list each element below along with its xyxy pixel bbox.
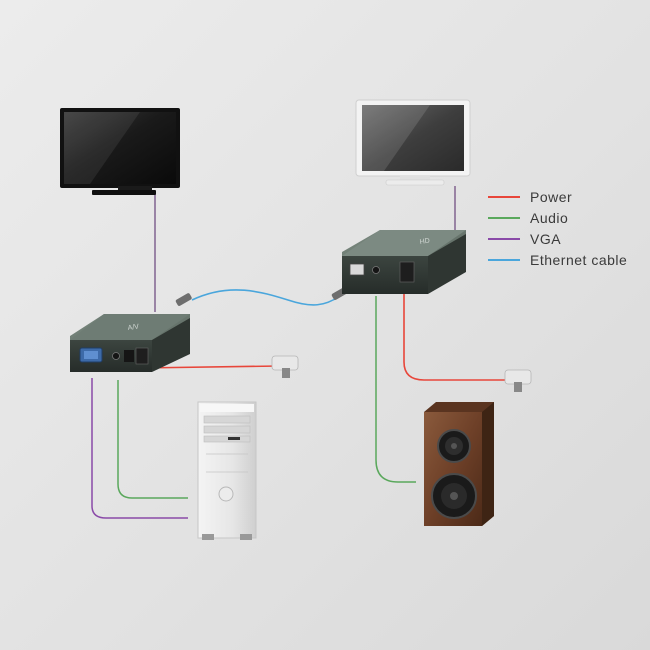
power-cable-receiver xyxy=(403,292,505,381)
legend-item-vga: VGA xyxy=(488,228,648,249)
legend-item-ethernet: Ethernet cable xyxy=(488,249,648,270)
ethernet-cable xyxy=(191,289,341,306)
legend-label-ethernet: Ethernet cable xyxy=(530,251,628,268)
desktop-computer xyxy=(197,401,257,540)
legend-label-power: Power xyxy=(530,188,573,205)
audio-cable-speaker xyxy=(375,296,416,483)
power-plug-left xyxy=(271,355,299,378)
left-monitor xyxy=(60,108,180,195)
vga-cable-pc xyxy=(91,378,188,519)
power-plug-right xyxy=(504,369,532,392)
cable-legend: Power Audio VGA Ethernet cable xyxy=(488,186,648,270)
legend-swatch-ethernet xyxy=(488,258,520,261)
audio-cable-pc xyxy=(117,380,188,499)
receiver-box: HD xyxy=(342,230,466,294)
legend-item-audio: Audio xyxy=(488,207,648,228)
transmitter-box: A/V xyxy=(70,314,190,372)
ethernet-plug-left xyxy=(175,293,192,306)
legend-item-power: Power xyxy=(488,186,648,207)
speaker xyxy=(424,402,494,526)
legend-swatch-vga xyxy=(488,237,520,240)
power-cable-transmitter xyxy=(139,365,281,369)
legend-swatch-audio xyxy=(488,216,520,219)
legend-label-audio: Audio xyxy=(530,209,569,226)
svg-text:A/V: A/V xyxy=(127,323,139,332)
svg-text:HD: HD xyxy=(419,238,430,246)
legend-label-vga: VGA xyxy=(530,230,562,247)
legend-swatch-power xyxy=(488,195,520,198)
right-monitor xyxy=(355,99,471,186)
